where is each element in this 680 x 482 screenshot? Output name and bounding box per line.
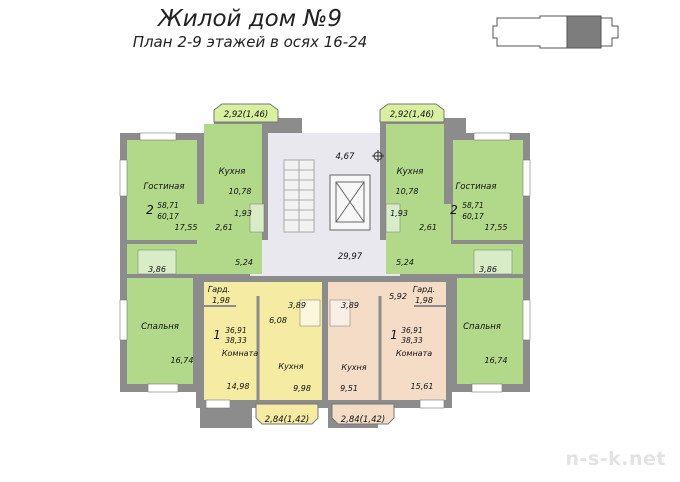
tl-living-area: 17,55: [175, 223, 198, 232]
bay-top-right: [379, 103, 445, 123]
page-subtitle: План 2-9 этажей в осях 16-24: [132, 33, 368, 51]
bl-total: 36,91: [225, 326, 246, 335]
tr-closet: 3,86: [479, 265, 497, 274]
bl-room-area: 14,98: [227, 382, 250, 391]
shaft-icon: [372, 150, 384, 162]
br-kitchen-area: 9,51: [340, 384, 358, 393]
tr-bedroom-area: 16,74: [485, 356, 508, 365]
tl-kitchen: Кухня: [219, 167, 246, 177]
br-bath: 3,89: [341, 301, 359, 310]
watermark: n-s-k.net: [565, 448, 666, 470]
tl-bedroom-area: 16,74: [171, 356, 194, 365]
bl-kitchen-area: 9,98: [293, 384, 311, 393]
tl-living: Гостиная: [144, 182, 185, 192]
apartment-top-left: [127, 124, 265, 384]
br-total-b: 38,33: [401, 336, 423, 345]
tl-bath: 1,93: [234, 209, 252, 218]
label-bay-bottom-right: 2,84(1,42): [341, 415, 385, 425]
bl-gard: Гард.: [208, 285, 231, 294]
br-rooms: 1: [390, 328, 398, 342]
label-bay-top-left: 2,92(1,46): [224, 110, 268, 120]
bl-room: Комната: [222, 349, 258, 358]
bl-kitchen: Кухня: [278, 362, 303, 371]
bl-hall: 6,08: [269, 316, 287, 325]
elevator: [329, 174, 371, 231]
tl-hall2: 5,24: [235, 258, 253, 267]
tl-total: 58,71: [157, 201, 178, 210]
tl-bedroom: Спальня: [141, 322, 179, 332]
bay-bottom-left: [255, 403, 319, 425]
tl-closet: 3,86: [148, 265, 166, 274]
tr-bath: 1,93: [390, 209, 408, 218]
tr-total: 58,71: [462, 201, 483, 210]
tr-kitchen-area: 10,78: [396, 187, 419, 196]
label-bay-top-right: 2,92(1,46): [390, 110, 434, 120]
apartment-top-right: [385, 124, 523, 384]
label-corridor-area: 29,97: [338, 252, 363, 262]
br-kitchen: Кухня: [341, 363, 366, 372]
tr-total-b: 60,17: [462, 212, 484, 221]
tr-bedroom: Спальня: [463, 322, 501, 332]
br-gard: Гард.: [413, 285, 436, 294]
br-gard-area: 1,98: [415, 296, 433, 305]
tl-rooms: 2: [146, 203, 154, 217]
bl-rooms: 1: [213, 328, 221, 342]
label-bay-bottom-left: 2,84(1,42): [265, 415, 309, 425]
tr-hall2: 5,24: [396, 258, 414, 267]
stair: [283, 159, 315, 233]
key-plan: [492, 15, 619, 49]
apartment-bottom-right: [328, 282, 446, 400]
label-core-area: 4,67: [336, 152, 356, 162]
bay-bottom-right: [331, 403, 395, 425]
page-title: Жилой дом №9: [158, 6, 342, 32]
tr-living: Гостиная: [456, 182, 497, 192]
br-room: Комната: [396, 349, 432, 358]
tr-living-area: 17,55: [485, 223, 508, 232]
tr-rooms: 2: [450, 203, 458, 217]
tl-total-b: 60,17: [157, 212, 179, 221]
br-total: 36,91: [401, 326, 422, 335]
bl-gard-area: 1,98: [212, 296, 230, 305]
br-room-area: 15,61: [411, 382, 434, 391]
tr-hall: 2,61: [419, 223, 437, 232]
bl-bath: 3,89: [288, 301, 306, 310]
bay-top-left: [213, 103, 279, 123]
corridor-mid: [250, 240, 400, 276]
tl-kitchen-area: 10,78: [229, 187, 252, 196]
key-plan-highlight: [566, 15, 602, 49]
apartment-bottom-left: [204, 282, 322, 400]
tl-hall: 2,61: [215, 223, 233, 232]
tr-kitchen: Кухня: [397, 167, 424, 177]
windows: [119, 132, 531, 409]
br-hall: 5,92: [389, 292, 407, 301]
bl-total-b: 38,33: [225, 336, 247, 345]
